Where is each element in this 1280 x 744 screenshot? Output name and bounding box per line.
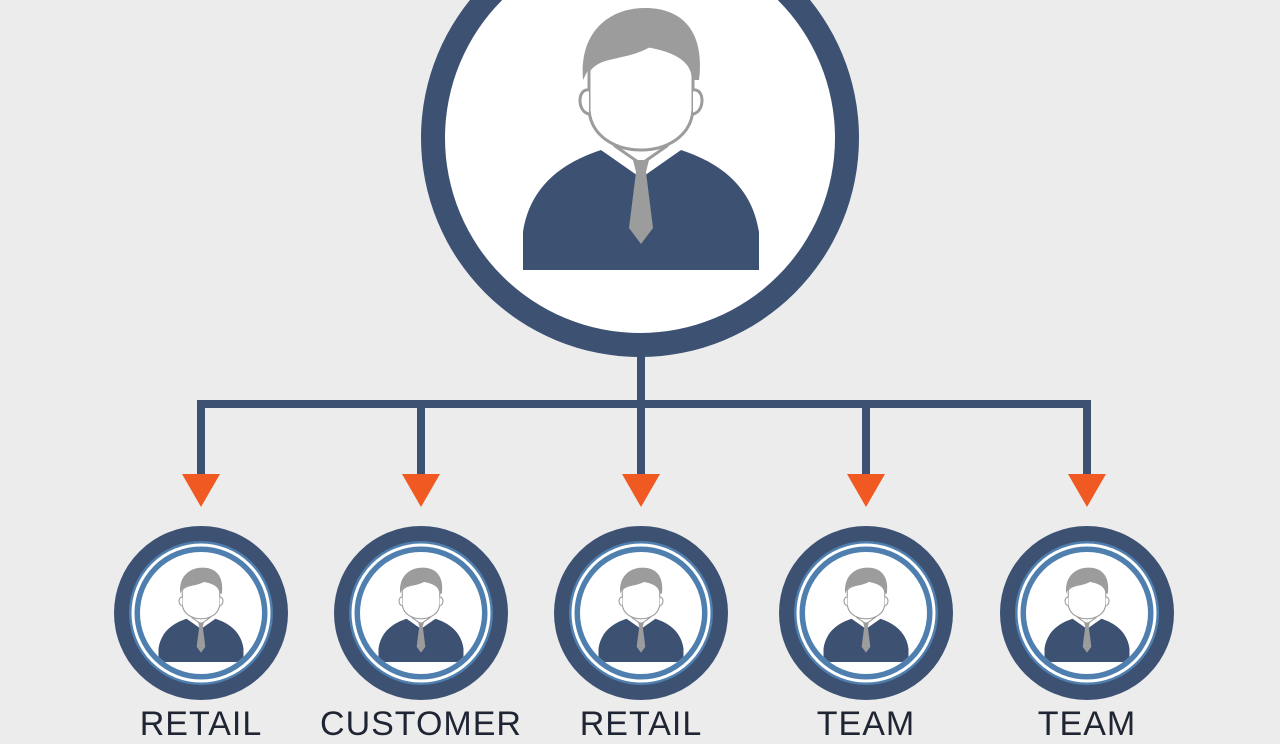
face (846, 580, 886, 620)
businessman-avatar-icon (1044, 567, 1130, 662)
tie (1082, 622, 1092, 653)
node-label: RETAIL (139, 705, 263, 743)
avatar-figure (523, 8, 759, 270)
root-node[interactable] (421, 0, 859, 357)
ear-right (884, 596, 889, 607)
org-chart: RETAIL CUSTOMER RETAIL TEAM TEAM (114, 0, 1174, 743)
child-node[interactable] (554, 526, 728, 700)
face (621, 580, 661, 620)
tie (196, 622, 206, 653)
shirt-collar (601, 144, 681, 178)
ear-right (692, 88, 704, 116)
ear-right (1105, 596, 1110, 607)
shirt-collar (851, 616, 881, 629)
node-label: TEAM (1037, 705, 1137, 743)
child-node[interactable] (1000, 526, 1174, 700)
arrow-down-icon (847, 474, 885, 507)
businessman-avatar-icon (598, 567, 684, 662)
org-chart-diagram (114, 0, 1174, 700)
child-white-ring (571, 543, 711, 683)
hair (399, 567, 443, 594)
face (401, 580, 441, 620)
ear-left (178, 596, 183, 607)
node-label: RETAIL (579, 705, 703, 743)
child-white-ring (351, 543, 491, 683)
businessman-avatar-icon (523, 8, 759, 270)
child-nodes (114, 526, 1174, 700)
avatar-figure (158, 567, 244, 662)
avatar-figure (823, 567, 909, 662)
child-node[interactable] (334, 526, 508, 700)
ear-left (1064, 596, 1069, 607)
tie (416, 622, 426, 653)
businessman-avatar-icon (823, 567, 909, 662)
hair (844, 567, 888, 594)
shirt-collar (186, 616, 216, 629)
avatar-figure (378, 567, 464, 662)
connector-arrows (182, 474, 1106, 507)
child-white-ring (1017, 543, 1157, 683)
hair (619, 567, 663, 594)
child-white-ring (796, 543, 936, 683)
tie (636, 622, 646, 653)
businessman-avatar-icon (378, 567, 464, 662)
ear-left (578, 88, 590, 116)
ear-left (618, 596, 623, 607)
shirt-collar (1072, 616, 1102, 629)
hair (179, 567, 223, 594)
node-label: TEAM (816, 705, 916, 743)
ear-right (659, 596, 664, 607)
businessman-avatar-icon (158, 567, 244, 662)
arrow-down-icon (402, 474, 440, 507)
arrow-down-icon (622, 474, 660, 507)
arrow-down-icon (1068, 474, 1106, 507)
avatar-figure (1044, 567, 1130, 662)
ear-right (219, 596, 224, 607)
hair (1065, 567, 1109, 594)
ear-left (843, 596, 848, 607)
arrow-down-icon (182, 474, 220, 507)
child-node[interactable] (779, 526, 953, 700)
tie (629, 160, 653, 244)
tie (861, 622, 871, 653)
node-label: CUSTOMER (320, 705, 522, 743)
connector-lines (197, 335, 1091, 478)
child-node[interactable] (114, 526, 288, 700)
face (1067, 580, 1107, 620)
ear-right (439, 596, 444, 607)
ear-left (398, 596, 403, 607)
face (181, 580, 221, 620)
face (587, 44, 695, 152)
shirt-collar (406, 616, 436, 629)
shirt-collar (626, 616, 656, 629)
child-white-ring (131, 543, 271, 683)
hair (582, 8, 700, 80)
avatar-figure (598, 567, 684, 662)
